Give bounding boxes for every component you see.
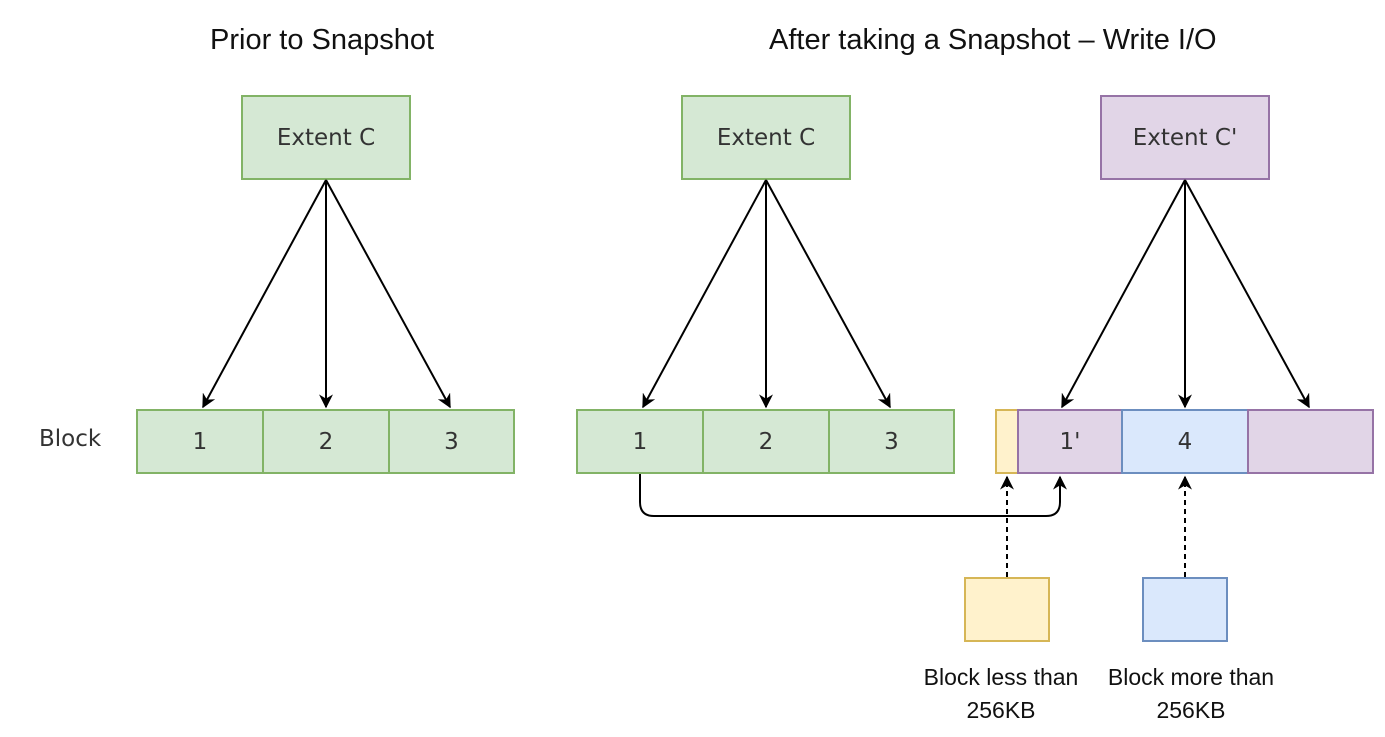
extent-c-middle: Extent C xyxy=(681,95,851,180)
legend-small-block xyxy=(964,577,1050,642)
block-left-3: 3 xyxy=(388,409,515,474)
caption-large-line1: Block more than xyxy=(1107,664,1275,690)
block-middle-1: 1 xyxy=(576,409,704,474)
block-right-empty xyxy=(1247,409,1374,474)
extent-c-prime: Extent C' xyxy=(1100,95,1270,180)
block-row-label: Block xyxy=(39,426,102,452)
extent-c-left: Extent C xyxy=(241,95,411,180)
arrow-extent-prime-to-block-empty xyxy=(1184,179,1310,409)
arrow-left-extent-to-block-1 xyxy=(202,179,327,409)
title-prior-to-snapshot: Prior to Snapshot xyxy=(210,24,435,56)
arrow-middle-extent-to-block-1 xyxy=(642,179,767,409)
block-left-1: 1 xyxy=(136,409,264,474)
title-after-snapshot: After taking a Snapshot – Write I/O xyxy=(769,24,1217,56)
arrow-copy-block-1-to-1-prime xyxy=(639,474,1067,517)
arrow-middle-extent-to-block-3 xyxy=(765,179,891,409)
arrow-left-extent-to-block-3 xyxy=(325,179,451,409)
block-right-4: 4 xyxy=(1121,409,1249,474)
block-right-1-prime: 1' xyxy=(1017,409,1123,474)
caption-small-line2: 256KB xyxy=(966,697,1036,723)
legend-large-block xyxy=(1142,577,1228,642)
caption-small-block: Block less than 256KB xyxy=(915,661,1087,727)
block-right-small-write xyxy=(995,409,1019,474)
block-middle-3: 3 xyxy=(828,409,955,474)
caption-large-block: Block more than 256KB xyxy=(1098,661,1284,727)
block-left-2: 2 xyxy=(262,409,390,474)
arrow-extent-prime-to-block-1-prime xyxy=(1061,179,1186,409)
caption-large-line2: 256KB xyxy=(1156,697,1226,723)
block-middle-2: 2 xyxy=(702,409,830,474)
caption-small-line1: Block less than xyxy=(923,664,1079,690)
